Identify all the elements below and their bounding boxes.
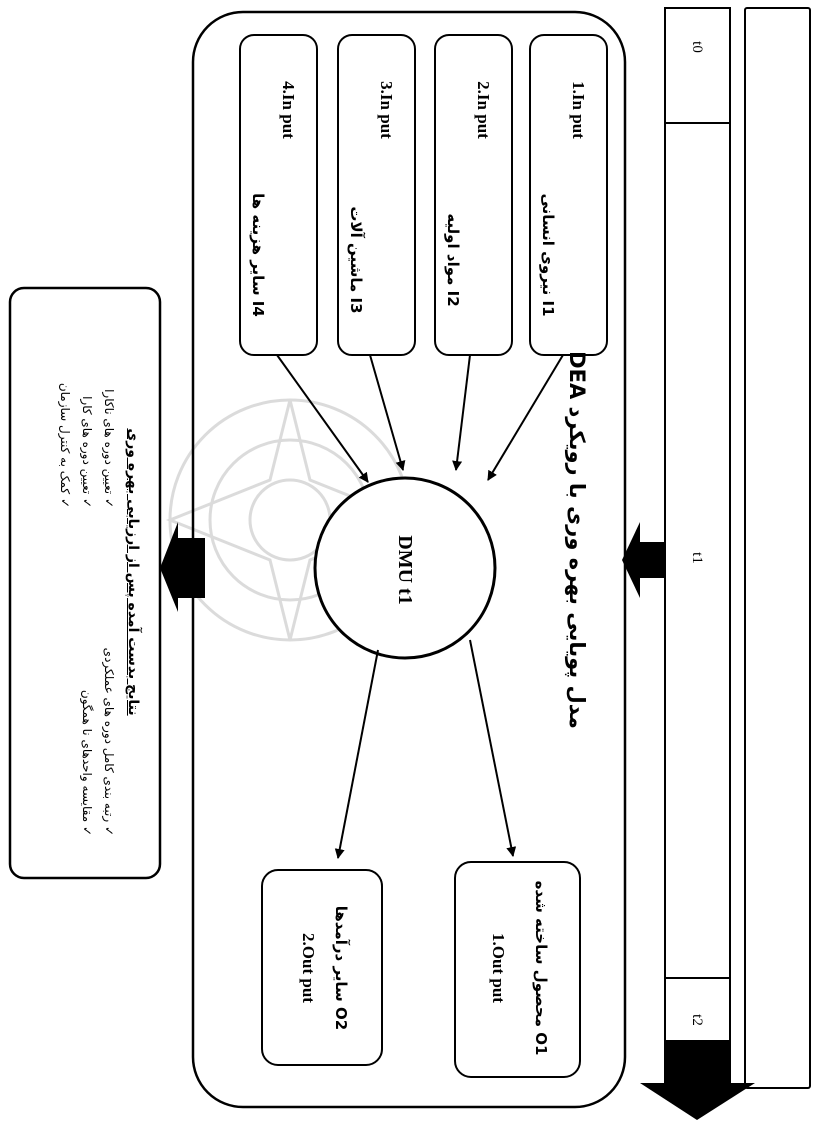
output-box-1 [454, 861, 581, 1078]
dmu-to-results-arrow [160, 522, 205, 612]
results-text-block: نتایج بدست آمده پس از ارزیابی بهره وری ✓… [24, 302, 146, 842]
output-2-number-label: 2.Out put [299, 933, 318, 1003]
input-arrow-4 [276, 354, 369, 483]
timeline-label-t0: t0 [689, 41, 705, 53]
timeline-label-t1: t1 [689, 552, 705, 564]
input-3-number-label: 3.In put [377, 81, 396, 139]
timeline-fill [665, 1040, 730, 1083]
output-1-number-label: 1.Out put [489, 933, 508, 1003]
input-arrow-3 [369, 354, 406, 471]
output-arrow-2 [334, 649, 379, 859]
results-item: ✓ مقایسه واحدهای نا همگون [80, 689, 94, 836]
input-2-name: I2 مواد اولیه [444, 213, 462, 307]
dmu-circle [313, 476, 497, 660]
input-box-4 [239, 34, 318, 356]
diagram-title: مدل پویایی بهره وری با رویکرد DEA [565, 351, 589, 729]
results-box [8, 286, 162, 880]
output-box-2 [261, 869, 383, 1066]
results-heading: نتایج بدست آمده پس از ارزیابی بهره وری [125, 428, 141, 716]
results-item: ✓ رتبه بندی کامل دوره های عملکردی [102, 647, 116, 836]
results-list-left: ✓ تعیین دوره های ناکارا ✓ تعیین دوره های… [54, 308, 120, 508]
output-1-name: O1 محصول ساخته شده [532, 880, 550, 1056]
input-box-3 [337, 34, 416, 356]
results-item: ✓ کمک به کنترل سازمان [58, 382, 72, 508]
input-4-name: I4 سایر هزینه ها [249, 193, 267, 317]
output-2-name: O2 سایر درآمدها [332, 905, 350, 1031]
title-bar [744, 7, 811, 1089]
input-arrow-2 [452, 354, 471, 471]
input-box-1 [529, 34, 608, 356]
results-item: ✓ تعیین دوره های ناکارا [102, 389, 116, 508]
input-2-number-label: 2.In put [474, 81, 493, 139]
results-item: ✓ تعیین دوره های کارا [80, 396, 94, 508]
dmu-label: DMU t1 [394, 535, 416, 605]
input-1-number-label: 1.In put [569, 81, 588, 139]
input-1-name: I1 نیروی انسانی [539, 193, 557, 317]
output-arrow-1 [469, 639, 517, 857]
input-4-number-label: 4.In put [279, 81, 298, 139]
input-3-name: I3 ماشین آلات [347, 206, 365, 314]
input-arrow-1 [487, 354, 564, 481]
input-box-2 [434, 34, 513, 356]
results-list-right: ✓ رتبه بندی کامل دوره های عملکردی ✓ مقای… [54, 581, 120, 836]
timeline-label-t2: t2 [689, 1014, 705, 1026]
timeline-arrow-head [640, 1083, 755, 1120]
timeline-to-dmu-arrow [622, 522, 665, 598]
